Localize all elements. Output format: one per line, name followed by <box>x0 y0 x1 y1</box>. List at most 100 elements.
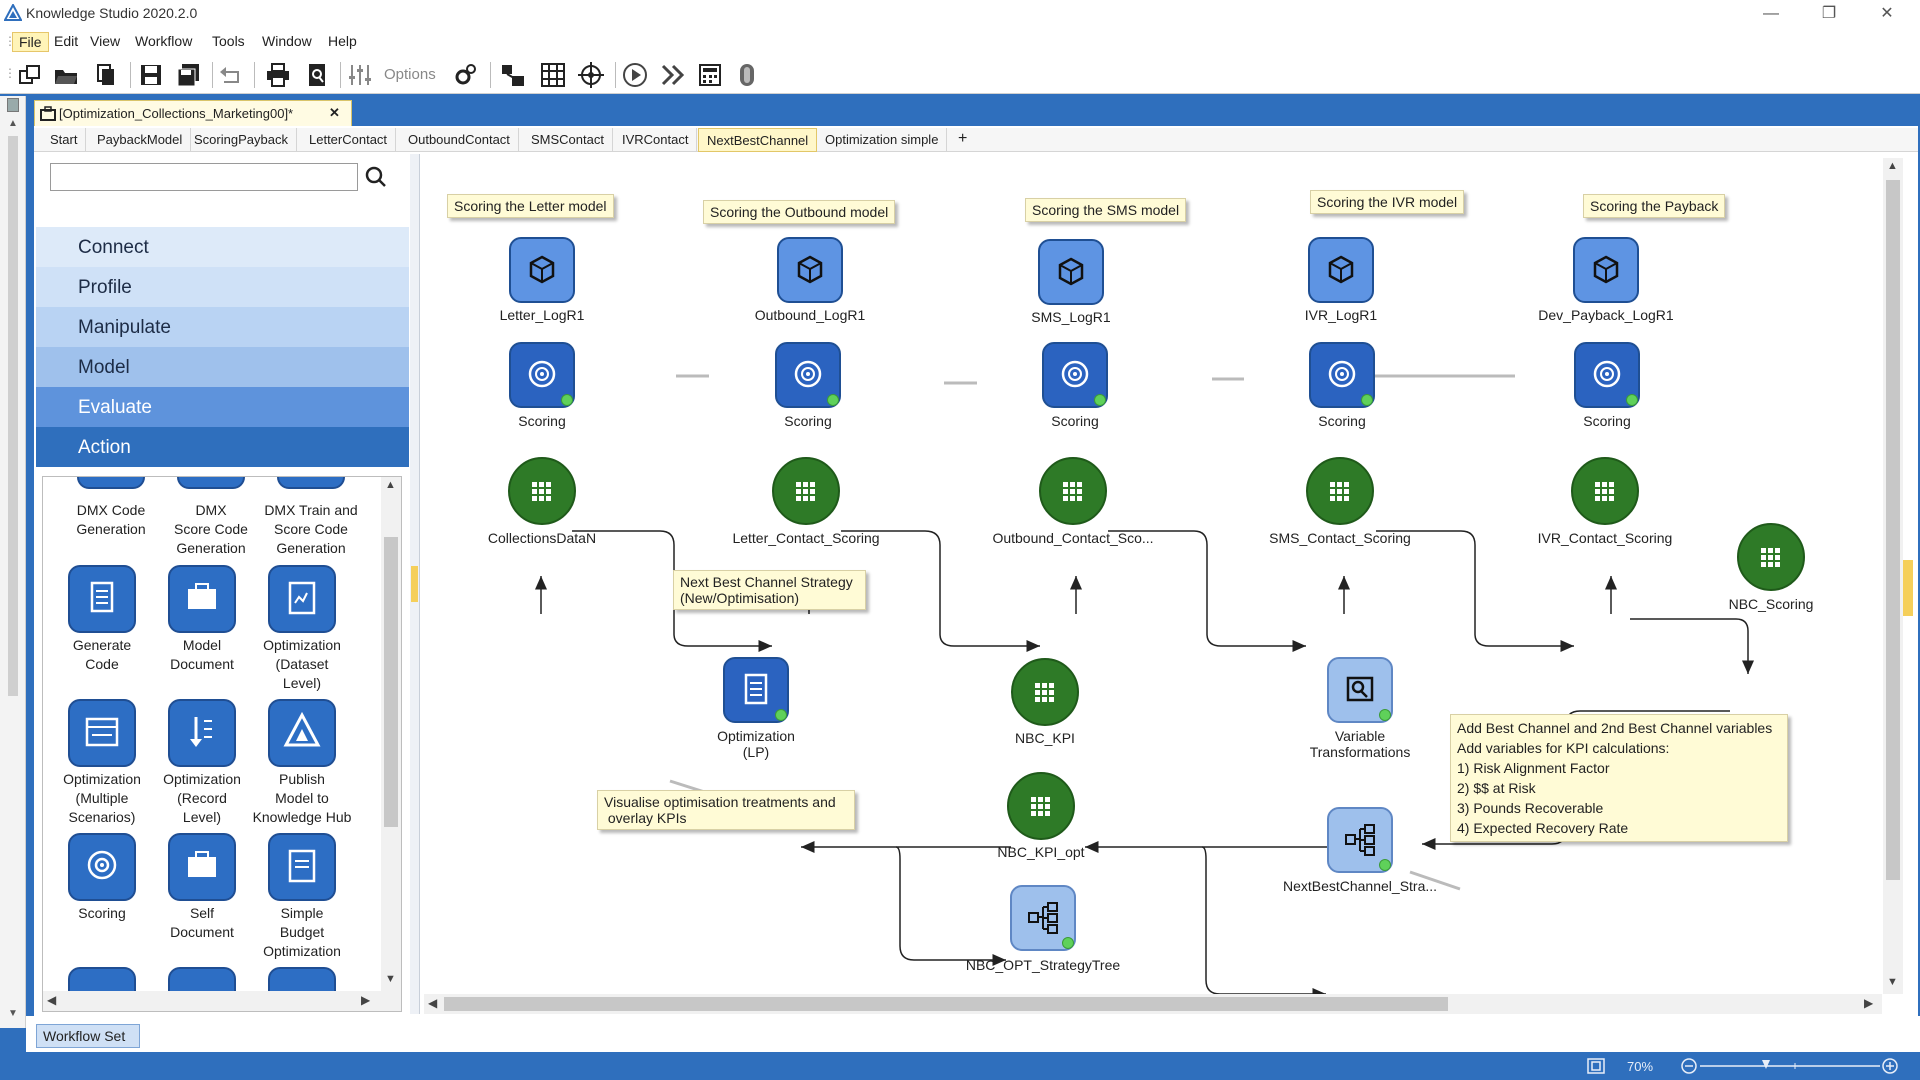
calculator-icon[interactable] <box>697 62 723 88</box>
node-outbound-logr-model[interactable] <box>777 237 843 303</box>
scroll-down-icon[interactable]: ▼ <box>8 1008 18 1019</box>
close-tab-icon[interactable]: ✕ <box>329 105 340 120</box>
tool-publish-hub-icon[interactable] <box>268 699 336 767</box>
node-nextbestchannel-strategy-tree[interactable] <box>1327 807 1393 873</box>
scroll-right-icon[interactable]: ▶ <box>1864 996 1874 1010</box>
restore-button[interactable]: ❐ <box>1821 5 1837 22</box>
tab-paybackmodel[interactable]: PaybackModel <box>89 128 192 152</box>
node-outbound-contact-dataset[interactable] <box>1039 457 1107 525</box>
tool-scoring-icon[interactable] <box>68 833 136 901</box>
scroll-down-icon[interactable]: ▼ <box>1887 976 1898 988</box>
right-panel-handle[interactable] <box>1903 560 1913 616</box>
tool-dmx-score-icon[interactable] <box>177 477 245 489</box>
tool-optimization-dataset-icon[interactable] <box>268 565 336 633</box>
category-profile[interactable]: Profile <box>36 267 409 307</box>
node-nbc-kpi-dataset[interactable] <box>1011 658 1079 726</box>
note-payback[interactable]: Scoring the Payback <box>1583 194 1726 218</box>
menu-view[interactable]: View <box>90 33 121 49</box>
menu-window[interactable]: Window <box>262 33 312 49</box>
note-outbound[interactable]: Scoring the Outbound model <box>703 200 896 224</box>
tool-simple-budget-icon[interactable] <box>268 833 336 901</box>
tab-optimization-simple[interactable]: Optimization simple <box>817 128 948 152</box>
tool-optimization-record-icon[interactable] <box>168 699 236 767</box>
add-tab-button[interactable]: + <box>958 130 968 147</box>
palette-vertical-scrollbar[interactable]: ▲ ▼ <box>381 477 401 991</box>
node-optimization-lp[interactable] <box>723 657 789 723</box>
tab-start[interactable]: Start <box>42 128 87 152</box>
category-model[interactable]: Model <box>36 347 409 387</box>
run-play-icon[interactable] <box>622 62 648 88</box>
node-scoring-letter[interactable] <box>509 342 575 408</box>
stop-icon[interactable] <box>734 62 760 88</box>
note-visualise[interactable]: Visualise optimisation treatments and ov… <box>597 790 855 830</box>
node-nbc-kpi-opt-dataset[interactable] <box>1007 772 1075 840</box>
settings-gear-icon[interactable] <box>452 62 478 88</box>
new-workflow-icon[interactable] <box>17 62 43 88</box>
scroll-up-icon[interactable]: ▲ <box>8 118 18 129</box>
node-ivr-logr-model[interactable] <box>1308 237 1374 303</box>
canvas-splitter[interactable] <box>410 154 420 1014</box>
tab-nextbestchannel[interactable]: NextBestChannel <box>698 128 818 152</box>
scroll-left-icon[interactable]: ◀ <box>47 993 57 1007</box>
palette-search-input[interactable] <box>50 163 358 191</box>
category-manipulate[interactable]: Manipulate <box>36 307 409 347</box>
tool-model-document-icon[interactable] <box>168 565 236 633</box>
menu-tools[interactable]: Tools <box>212 33 245 49</box>
print-preview-icon[interactable] <box>304 62 330 88</box>
tool-optimization-multiple-icon[interactable] <box>68 699 136 767</box>
node-layout-icon[interactable] <box>500 62 526 88</box>
node-nbc-scoring-dataset[interactable] <box>1737 523 1805 591</box>
tool-self-document-icon[interactable] <box>168 833 236 901</box>
options-sliders-icon[interactable] <box>347 62 373 88</box>
note-sms[interactable]: Scoring the SMS model <box>1025 198 1187 222</box>
undo-icon[interactable] <box>218 62 244 88</box>
scrollbar-thumb[interactable] <box>1886 180 1900 880</box>
node-variable-transformations[interactable] <box>1327 657 1393 723</box>
note-add-variables[interactable]: Add Best Channel and 2nd Best Channel va… <box>1450 714 1788 842</box>
node-nbc-opt-strategy-tree[interactable] <box>1010 885 1076 951</box>
search-icon[interactable] <box>365 166 387 188</box>
splitter-handle[interactable] <box>411 566 418 602</box>
zoom-slider[interactable] <box>1680 1057 1900 1075</box>
scroll-left-icon[interactable]: ◀ <box>428 996 438 1010</box>
node-letter-logr-model[interactable] <box>509 237 575 303</box>
open-folder-icon[interactable] <box>53 62 79 88</box>
tab-outboundcontact[interactable]: OutboundContact <box>400 128 519 152</box>
left-strip-scrollbar[interactable] <box>8 136 18 696</box>
scroll-right-icon[interactable]: ▶ <box>361 993 371 1007</box>
copy-document-icon[interactable] <box>93 62 119 88</box>
menu-edit[interactable]: Edit <box>54 33 79 49</box>
note-ivr[interactable]: Scoring the IVR model <box>1310 190 1465 214</box>
tool-dmx-code-icon[interactable] <box>77 477 145 489</box>
category-action[interactable]: Action <box>36 427 409 467</box>
workflow-canvas[interactable] <box>420 154 1880 1012</box>
scrollbar-thumb[interactable] <box>444 997 1448 1011</box>
menu-help[interactable]: Help <box>328 33 357 49</box>
document-tab[interactable]: [Optimization_Collections_Marketing00]* … <box>34 100 352 126</box>
menu-file[interactable]: File <box>12 32 49 52</box>
save-icon[interactable] <box>138 62 164 88</box>
note-letter[interactable]: Scoring the Letter model <box>447 194 614 218</box>
node-collections-dataset[interactable] <box>508 457 576 525</box>
node-scoring-payback[interactable] <box>1574 342 1640 408</box>
node-sms-contact-dataset[interactable] <box>1306 457 1374 525</box>
scrollbar-thumb[interactable] <box>384 537 398 827</box>
node-scoring-sms[interactable] <box>1042 342 1108 408</box>
options-label[interactable]: Options <box>384 66 436 83</box>
tool-dmx-train-icon[interactable] <box>277 477 345 489</box>
target-icon[interactable] <box>578 62 604 88</box>
scroll-up-icon[interactable]: ▲ <box>1887 160 1898 172</box>
tab-smscontact[interactable]: SMSContact <box>523 128 613 152</box>
tool-generate-code-icon[interactable] <box>68 565 136 633</box>
node-scoring-ivr[interactable] <box>1309 342 1375 408</box>
node-ivr-contact-dataset[interactable] <box>1571 457 1639 525</box>
print-icon[interactable] <box>265 62 291 88</box>
tab-lettercontact[interactable]: LetterContact <box>301 128 397 152</box>
tab-ivrcontact[interactable]: IVRContact <box>614 128 698 152</box>
save-all-icon[interactable] <box>176 62 202 88</box>
workflow-set-tab[interactable]: Workflow Set <box>36 1024 140 1048</box>
node-sms-logr-model[interactable] <box>1038 239 1104 305</box>
scroll-up-icon[interactable]: ▲ <box>385 479 396 491</box>
fit-page-icon[interactable] <box>1587 1058 1605 1074</box>
palette-horizontal-scrollbar[interactable]: ◀ ▶ <box>43 991 401 1011</box>
